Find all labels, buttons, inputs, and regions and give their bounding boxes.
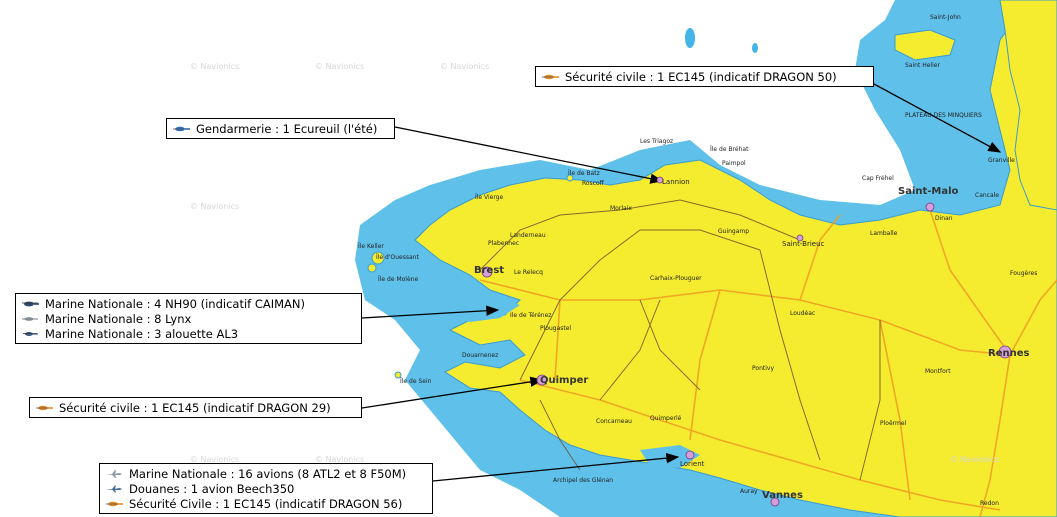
label-redon: Redon <box>980 500 999 507</box>
callout-text: Marine Nationale : 3 alouette AL3 <box>45 326 239 341</box>
island-molene <box>371 251 385 265</box>
label-cap-frehel: Cap Fréhel <box>862 175 894 182</box>
label-montfort: Montfort <box>925 368 951 375</box>
callout-row: Marine Nationale : 4 NH90 (indicatif CAI… <box>20 296 355 311</box>
label-brest: Brest <box>474 265 505 276</box>
label-lamballe: Lamballe <box>870 230 898 237</box>
label-le-relecq: Le Relecq <box>514 269 543 276</box>
watermark: © Navionics <box>315 62 365 71</box>
navy-small-helicopter-icon <box>20 329 40 339</box>
label-rennes: Rennes <box>988 348 1030 359</box>
callout-row: Marine Nationale : 8 Lynx <box>20 311 355 326</box>
blue-helicopter-icon <box>171 124 191 134</box>
label-ile-molene: Île de Molène <box>378 276 419 283</box>
callout-marine-nationale-helicopters: Marine Nationale : 4 NH90 (indicatif CAI… <box>15 293 362 344</box>
label-ile-vierge: Île Vierge <box>475 194 504 201</box>
label-ploermel: Ploërmel <box>880 420 907 427</box>
callout-text: Sécurité civile : 1 EC145 (indicatif DRA… <box>565 69 837 84</box>
roads <box>479 209 1057 517</box>
routes <box>479 199 881 481</box>
label-ile-sein: Île de Sein <box>400 378 432 385</box>
callout-row: Sécurité civile : 1 EC145 (indicatif DRA… <box>540 69 867 84</box>
gray-helicopter-icon <box>20 314 40 324</box>
label-saint-brieuc: Saint-Brieuc <box>782 240 825 248</box>
navy-helicopter-icon <box>20 299 40 309</box>
island-batz <box>566 174 574 182</box>
callout-row: Marine Nationale : 3 alouette AL3 <box>20 326 355 341</box>
arrows <box>361 83 1002 482</box>
label-dinan: Dinan <box>935 215 953 222</box>
label-ile-ouessant: Île d'Ouessant <box>376 254 419 261</box>
island-sein <box>394 371 402 379</box>
callout-text: Marine Nationale : 8 Lynx <box>45 311 192 326</box>
label-granville: Granville <box>988 157 1015 164</box>
callout-dragon-50: Sécurité civile : 1 EC145 (indicatif DRA… <box>535 66 874 87</box>
label-archipel-glenan: Archipel des Glénan <box>553 477 614 484</box>
label-ile-keller: Île Keller <box>358 243 384 250</box>
callout-text: Sécurité civile : 1 EC145 (indicatif DRA… <box>59 400 331 415</box>
orange-helicopter-icon <box>34 403 54 413</box>
city-markers <box>481 176 1012 507</box>
callout-row: Douanes : 1 avion Beech350 <box>104 481 426 496</box>
callout-text: Marine Nationale : 16 avions (8 ATL2 et … <box>129 466 407 481</box>
label-lorient: Lorient <box>680 460 705 468</box>
label-paimpol: Paimpol <box>722 160 746 167</box>
label-morlaix: Morlaix <box>610 205 632 212</box>
label-saint-jean: Saint-John <box>930 14 961 21</box>
callout-row: Gendarmerie : 1 Ecureuil (l'été) <box>171 121 388 136</box>
label-roscoff: Roscoff <box>582 180 604 187</box>
label-plougastel: Plougastel <box>540 325 572 332</box>
label-carhaix: Carhaix-Plouguer <box>650 275 702 282</box>
label-saint-malo: Saint-Malo <box>898 186 959 197</box>
label-ile-brehat: Île de Bréhat <box>710 146 749 153</box>
label-fougeres: Fougères <box>1010 270 1038 277</box>
blue-airplane-icon <box>104 484 124 494</box>
label-pontivy: Pontivy <box>752 365 774 372</box>
label-les-triagoz: Les Triagoz <box>640 138 674 145</box>
label-quimperle: Quimperlé <box>650 415 682 422</box>
callout-gendarmerie: Gendarmerie : 1 Ecureuil (l'été) <box>166 118 395 139</box>
callout-row: Sécurité civile : 1 EC145 (indicatif DRA… <box>34 400 355 415</box>
watermark: © Navionics <box>190 62 240 71</box>
callout-text: Douanes : 1 avion Beech350 <box>129 481 295 496</box>
label-jersey-town: Saint Helier <box>905 62 940 69</box>
label-ile-batz: Île de Batz <box>568 170 600 177</box>
label-lannion: Lannion <box>662 178 690 186</box>
label-quimper: Quimper <box>540 375 589 386</box>
label-crozon: Ile de Térénez <box>510 312 552 319</box>
watermark: © Navionics <box>950 455 1000 464</box>
island-lake <box>685 28 695 48</box>
watermark: © Navionics <box>315 455 365 464</box>
callout-text: Gendarmerie : 1 Ecureuil (l'été) <box>196 121 378 136</box>
callout-text: Marine Nationale : 4 NH90 (indicatif CAI… <box>45 296 306 311</box>
callout-dragon-29: Sécurité civile : 1 EC145 (indicatif DRA… <box>29 397 362 418</box>
label-loudeac: Loudéac <box>790 310 816 317</box>
watermark: © Navionics <box>440 62 490 71</box>
label-vannes: Vannes <box>762 490 803 501</box>
callout-row: Sécurité Civile : 1 EC145 (indicatif DRA… <box>104 496 426 511</box>
watermark: © Navionics <box>190 202 240 211</box>
label-landerneau: Landerneau <box>510 232 546 239</box>
rade-de-brest <box>450 290 520 322</box>
orange-helicopter-icon <box>104 499 124 509</box>
label-guingamp: Guingamp <box>718 228 750 235</box>
orange-helicopter-icon <box>540 72 560 82</box>
callout-row: Marine Nationale : 16 avions (8 ATL2 et … <box>104 466 426 481</box>
label-plateau: PLATEAU DES MINQUIERS <box>905 112 982 119</box>
gray-airplane-icon <box>104 469 124 479</box>
label-douarnenez: Douarnenez <box>462 352 499 359</box>
label-cancale: Cancale <box>975 192 1000 199</box>
land-normandy <box>999 0 1057 211</box>
callout-lorient-aircraft: Marine Nationale : 16 avions (8 ATL2 et … <box>99 463 433 514</box>
island-ouessant <box>367 263 377 273</box>
island-lake2 <box>752 43 758 53</box>
label-plabennec: Plabennec <box>488 240 520 247</box>
watermark: © Navionics <box>190 455 240 464</box>
land-jersey <box>894 29 956 61</box>
label-concarneau: Concarneau <box>596 418 632 425</box>
label-auray: Auray <box>740 488 758 495</box>
callout-text: Sécurité Civile : 1 EC145 (indicatif DRA… <box>129 496 403 511</box>
